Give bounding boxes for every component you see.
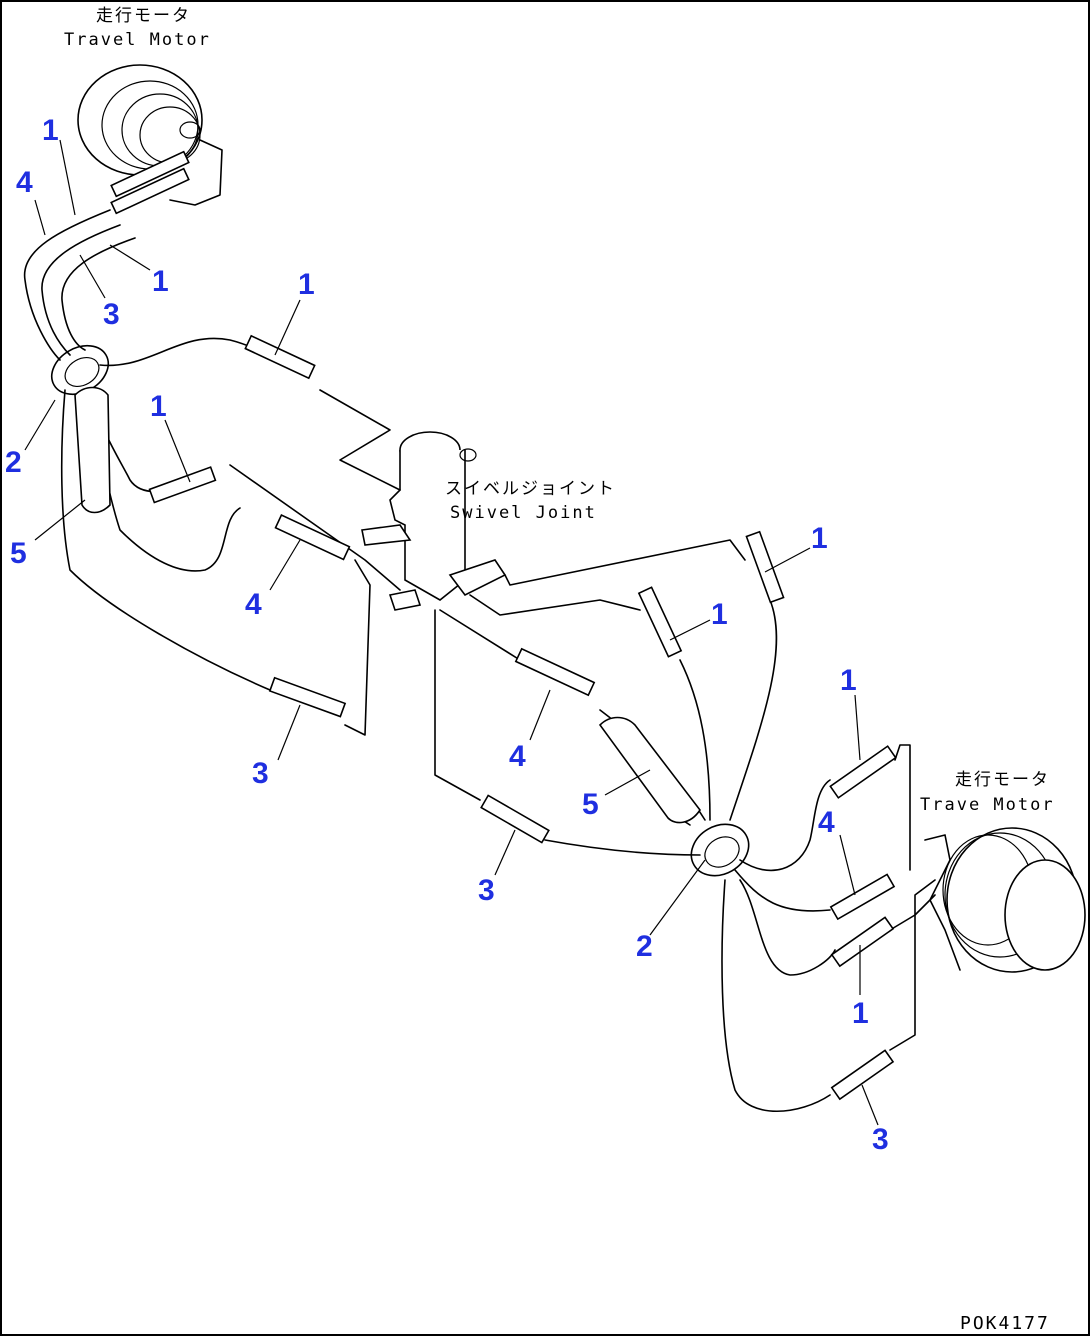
callout-number: 1 (811, 522, 828, 555)
travel-motor-right-label-en: Trave Motor (920, 795, 1055, 815)
callout-numbers: 1 4 1 3 1 1 2 5 4 3 1 1 4 5 3 2 1 4 1 3 (5, 114, 889, 1156)
travel-motor-right (924, 827, 1086, 973)
travel-motor-top (77, 64, 223, 215)
callout-number: 1 (152, 265, 169, 298)
travel-motor-top-label-en: Travel Motor (64, 30, 211, 50)
callout-number: 1 (298, 268, 315, 301)
callout-number: 1 (42, 114, 59, 147)
hoses (23, 209, 936, 1112)
callout-number: 1 (711, 598, 728, 631)
clamp-right (690, 823, 750, 877)
callout-number: 4 (818, 806, 835, 839)
travel-motor-right-label-jp: 走行モータ (955, 770, 1050, 790)
swivel-joint (361, 431, 507, 611)
drawing-code: POK4177 (960, 1313, 1050, 1334)
callout-number: 4 (245, 588, 262, 621)
swivel-joint-label-jp: スイベルジョイント (445, 479, 616, 499)
leader-lines (24, 139, 879, 1126)
callout-number: 5 (10, 537, 27, 570)
callout-number: 3 (478, 874, 495, 907)
callout-number: 4 (16, 166, 33, 199)
callout-number: 1 (840, 664, 857, 697)
callout-number: 2 (5, 446, 22, 479)
callout-number: 2 (636, 930, 653, 963)
callout-number: 3 (103, 298, 120, 331)
callout-number: 3 (872, 1123, 889, 1156)
hose-fittings (74, 334, 897, 1101)
swivel-joint-label-en: Swivel Joint (450, 503, 597, 523)
travel-motor-top-label-jp: 走行モータ (96, 6, 191, 26)
callout-number: 1 (852, 997, 869, 1030)
callout-number: 5 (582, 788, 599, 821)
callout-number: 3 (252, 757, 269, 790)
callout-number: 1 (150, 390, 167, 423)
callout-number: 4 (509, 740, 526, 773)
